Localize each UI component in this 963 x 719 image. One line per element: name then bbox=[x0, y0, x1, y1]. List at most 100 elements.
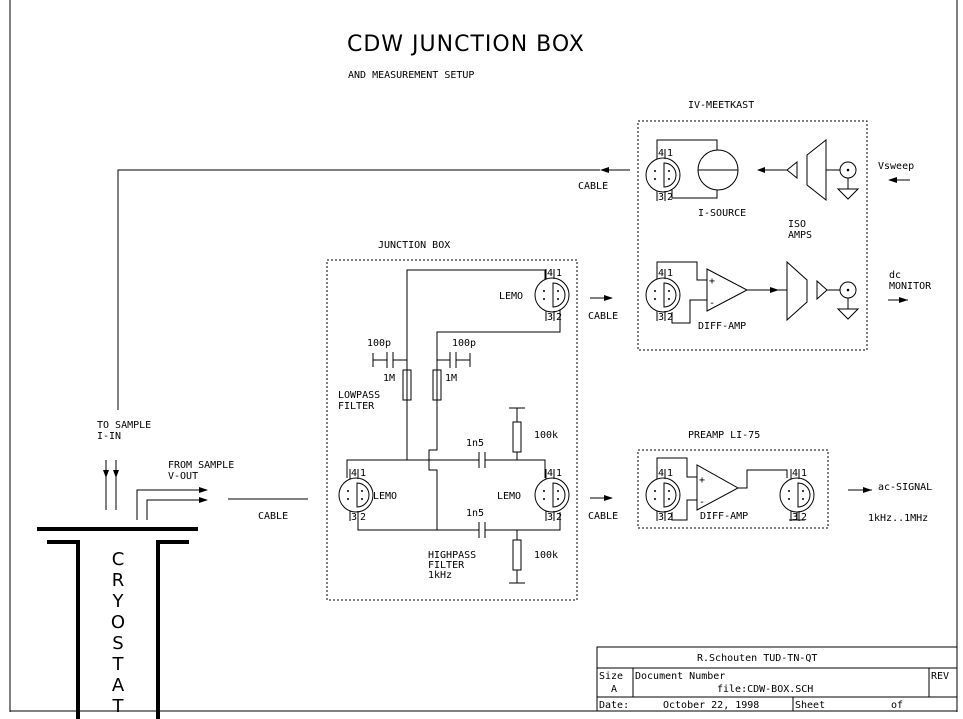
res-bottom-label: 100k bbox=[534, 550, 558, 561]
resistor-100k-top bbox=[509, 407, 525, 460]
title-block: R.Schouten TUD-TN-QT Size A Document Num… bbox=[596, 646, 958, 712]
cryostat-letter: T bbox=[112, 696, 125, 717]
iso-amp-symbol bbox=[806, 138, 827, 202]
size-label: Size bbox=[599, 671, 623, 682]
to-sample-label-2: I-IN bbox=[97, 431, 121, 442]
resistor-1m-left bbox=[402, 369, 412, 401]
iso-amp-symbol bbox=[786, 260, 808, 322]
drawing-subtitle: AND MEASUREMENT SETUP bbox=[348, 70, 474, 81]
minus-sign: - bbox=[709, 298, 715, 309]
arrow-right-icon bbox=[604, 495, 613, 501]
from-sample-label-2: V-OUT bbox=[168, 471, 198, 482]
plus-sign: + bbox=[709, 276, 715, 287]
pin-label: 4 bbox=[792, 468, 798, 479]
cryostat-letter: A bbox=[112, 675, 125, 696]
bnc-monitor-symbol bbox=[836, 281, 860, 320]
cap-left-label: 100p bbox=[367, 338, 391, 349]
pin-label: 3 bbox=[351, 512, 357, 523]
preamp-diff-amp-label: DIFF-AMP bbox=[700, 511, 748, 522]
highpass-label-1: HIGHPASS bbox=[428, 550, 476, 561]
sheet-label: Sheet bbox=[795, 700, 825, 711]
preamp-label: PREAMP LI-75 bbox=[688, 430, 760, 441]
pin-label: 2 bbox=[667, 512, 673, 523]
cable-label-jb-preamp: CABLE bbox=[588, 511, 618, 522]
plus-sign: + bbox=[699, 475, 705, 486]
arrow-down-icon bbox=[113, 470, 119, 478]
iso-buffer-symbol bbox=[816, 279, 828, 301]
iv-meetkast-box: IV-MEETKAST I-SOURCE ISO AMPS Vsweep + - bbox=[637, 100, 932, 351]
cryostat-letter: R bbox=[112, 570, 125, 591]
iv-box-label: IV-MEETKAST bbox=[688, 100, 754, 111]
arrow-down-icon bbox=[103, 470, 109, 478]
pin-label: 4 bbox=[658, 468, 664, 479]
pin-label: 1 bbox=[667, 148, 673, 159]
resistor-100k-bottom bbox=[509, 530, 525, 584]
pin-label: 2 bbox=[667, 192, 673, 203]
junction-box-label: JUNCTION BOX bbox=[378, 240, 450, 251]
to-sample-label-1: TO SAMPLE bbox=[97, 420, 151, 431]
dc-monitor-label-1: dc bbox=[889, 270, 901, 281]
current-source-symbol bbox=[697, 149, 739, 191]
pin-label: 2 bbox=[556, 512, 562, 523]
minus-sign: - bbox=[699, 497, 705, 508]
author-label: R.Schouten TUD-TN-QT bbox=[697, 653, 817, 664]
resistor-1m-right bbox=[432, 369, 442, 401]
pin-label: 4 bbox=[658, 148, 664, 159]
pin-label: 1 bbox=[801, 468, 807, 479]
document-number-value: file:CDW-BOX.SCH bbox=[717, 684, 813, 695]
pin-label: 4 bbox=[658, 268, 664, 279]
highpass-label-2: FILTER bbox=[428, 560, 465, 571]
i-source-label: I-SOURCE bbox=[698, 208, 746, 219]
arrow-right-icon bbox=[863, 487, 872, 493]
pin-label: 4 bbox=[547, 268, 553, 279]
pin-label: 1 bbox=[556, 468, 562, 479]
arrow-left-icon bbox=[888, 177, 897, 183]
cryostat-letter: C bbox=[112, 549, 125, 570]
cap-bottom-label: 1n5 bbox=[466, 508, 484, 519]
res-left-label: 1M bbox=[383, 373, 395, 384]
cable-label-jb-iv: CABLE bbox=[588, 311, 618, 322]
arrow-right-icon bbox=[199, 487, 208, 493]
lowpass-label-1: LOWPASS bbox=[338, 390, 380, 401]
cable-label-cryo: CABLE bbox=[258, 511, 288, 522]
rev-label: REV bbox=[931, 671, 949, 682]
pin-label: 3 bbox=[658, 192, 664, 203]
iso-amps-label-1: ISO bbox=[788, 219, 806, 230]
iso-buffer-symbol bbox=[786, 160, 798, 180]
pin-label: 2 bbox=[556, 312, 562, 323]
date-label: Date: bbox=[599, 700, 629, 711]
cryostat-letter: S bbox=[112, 633, 123, 654]
iv-diff-amp-label: DIFF-AMP bbox=[698, 321, 746, 332]
arrow-right-icon bbox=[199, 497, 208, 503]
cryostat-letter: Y bbox=[112, 591, 125, 612]
pin-label: 3 bbox=[547, 512, 553, 523]
cable-label-iv-return: CABLE bbox=[578, 181, 608, 192]
ac-signal-label: ac-SIGNAL bbox=[878, 482, 932, 493]
date-value: October 22, 1998 bbox=[663, 700, 759, 711]
res-right-label: 1M bbox=[445, 373, 457, 384]
current-cable: CABLE bbox=[117, 167, 630, 410]
cap-top-label: 1n5 bbox=[466, 438, 484, 449]
pin-label: 4 bbox=[351, 468, 357, 479]
pin-label: 1 bbox=[360, 468, 366, 479]
arrow-right-icon bbox=[899, 297, 908, 303]
lowpass-label-2: FILTER bbox=[338, 401, 375, 412]
arrow-right-icon bbox=[604, 295, 613, 301]
document-number-label: Document Number bbox=[635, 671, 725, 682]
pin-label: 1 bbox=[667, 268, 673, 279]
cryostat-letter: O bbox=[111, 612, 125, 633]
drawing-title: CDW JUNCTION BOX bbox=[347, 32, 585, 57]
lemo-left-label: LEMO bbox=[373, 491, 397, 502]
pin-label: 2 bbox=[801, 512, 807, 523]
arrow-left-icon bbox=[600, 167, 609, 173]
pin-label: 4 bbox=[547, 468, 553, 479]
